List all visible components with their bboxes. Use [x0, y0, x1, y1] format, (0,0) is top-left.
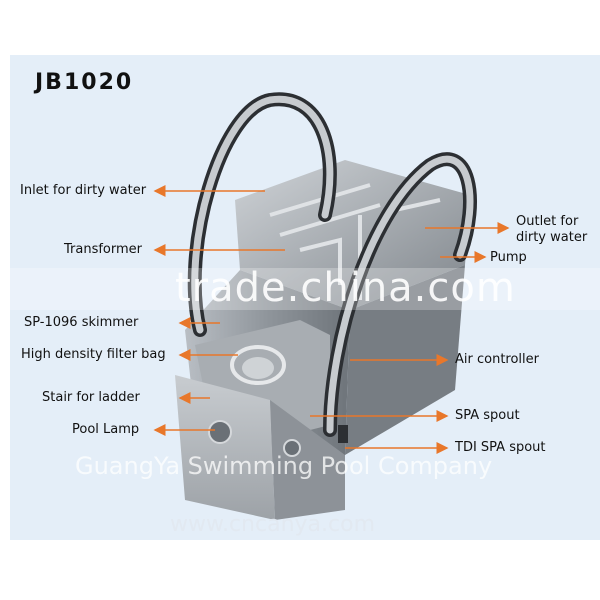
- unit-top-box: [235, 160, 470, 310]
- tdi-spout-nozzle: [338, 425, 348, 443]
- label-filter-bag: High density filter bag: [21, 347, 166, 362]
- label-tdi-spa-spout: TDI SPA spout: [455, 440, 546, 455]
- right-handrail-highlight: [326, 155, 474, 434]
- spa-spout-fixture: [283, 439, 301, 457]
- stair-side-panel: [270, 400, 345, 520]
- label-outlet-line1: Outlet for: [516, 214, 579, 229]
- label-outlet: Outlet for dirty water: [516, 214, 587, 246]
- left-handrail-highlight: [191, 95, 334, 334]
- label-skimmer: SP-1096 skimmer: [24, 315, 139, 330]
- stair-front-panel: [175, 375, 275, 520]
- label-pool-lamp: Pool Lamp: [72, 422, 140, 437]
- label-air-controller: Air controller: [455, 352, 539, 367]
- label-outlet-line2: dirty water: [516, 230, 588, 245]
- filter-bag-ring: [230, 345, 286, 385]
- model-title: JB1020: [35, 70, 134, 95]
- label-spa-spout: SPA spout: [455, 408, 520, 423]
- spa-unit-illustration: [175, 92, 477, 520]
- label-inlet: Inlet for dirty water: [20, 183, 147, 198]
- label-transformer: Transformer: [64, 242, 143, 257]
- filter-bag: [242, 357, 274, 379]
- label-stair: Stair for ladder: [42, 390, 140, 405]
- leader-arrows-left: [153, 185, 285, 436]
- leader-arrows-right: [310, 222, 510, 454]
- label-pump: Pump: [490, 250, 527, 265]
- pool-lamp-fixture: [208, 420, 232, 444]
